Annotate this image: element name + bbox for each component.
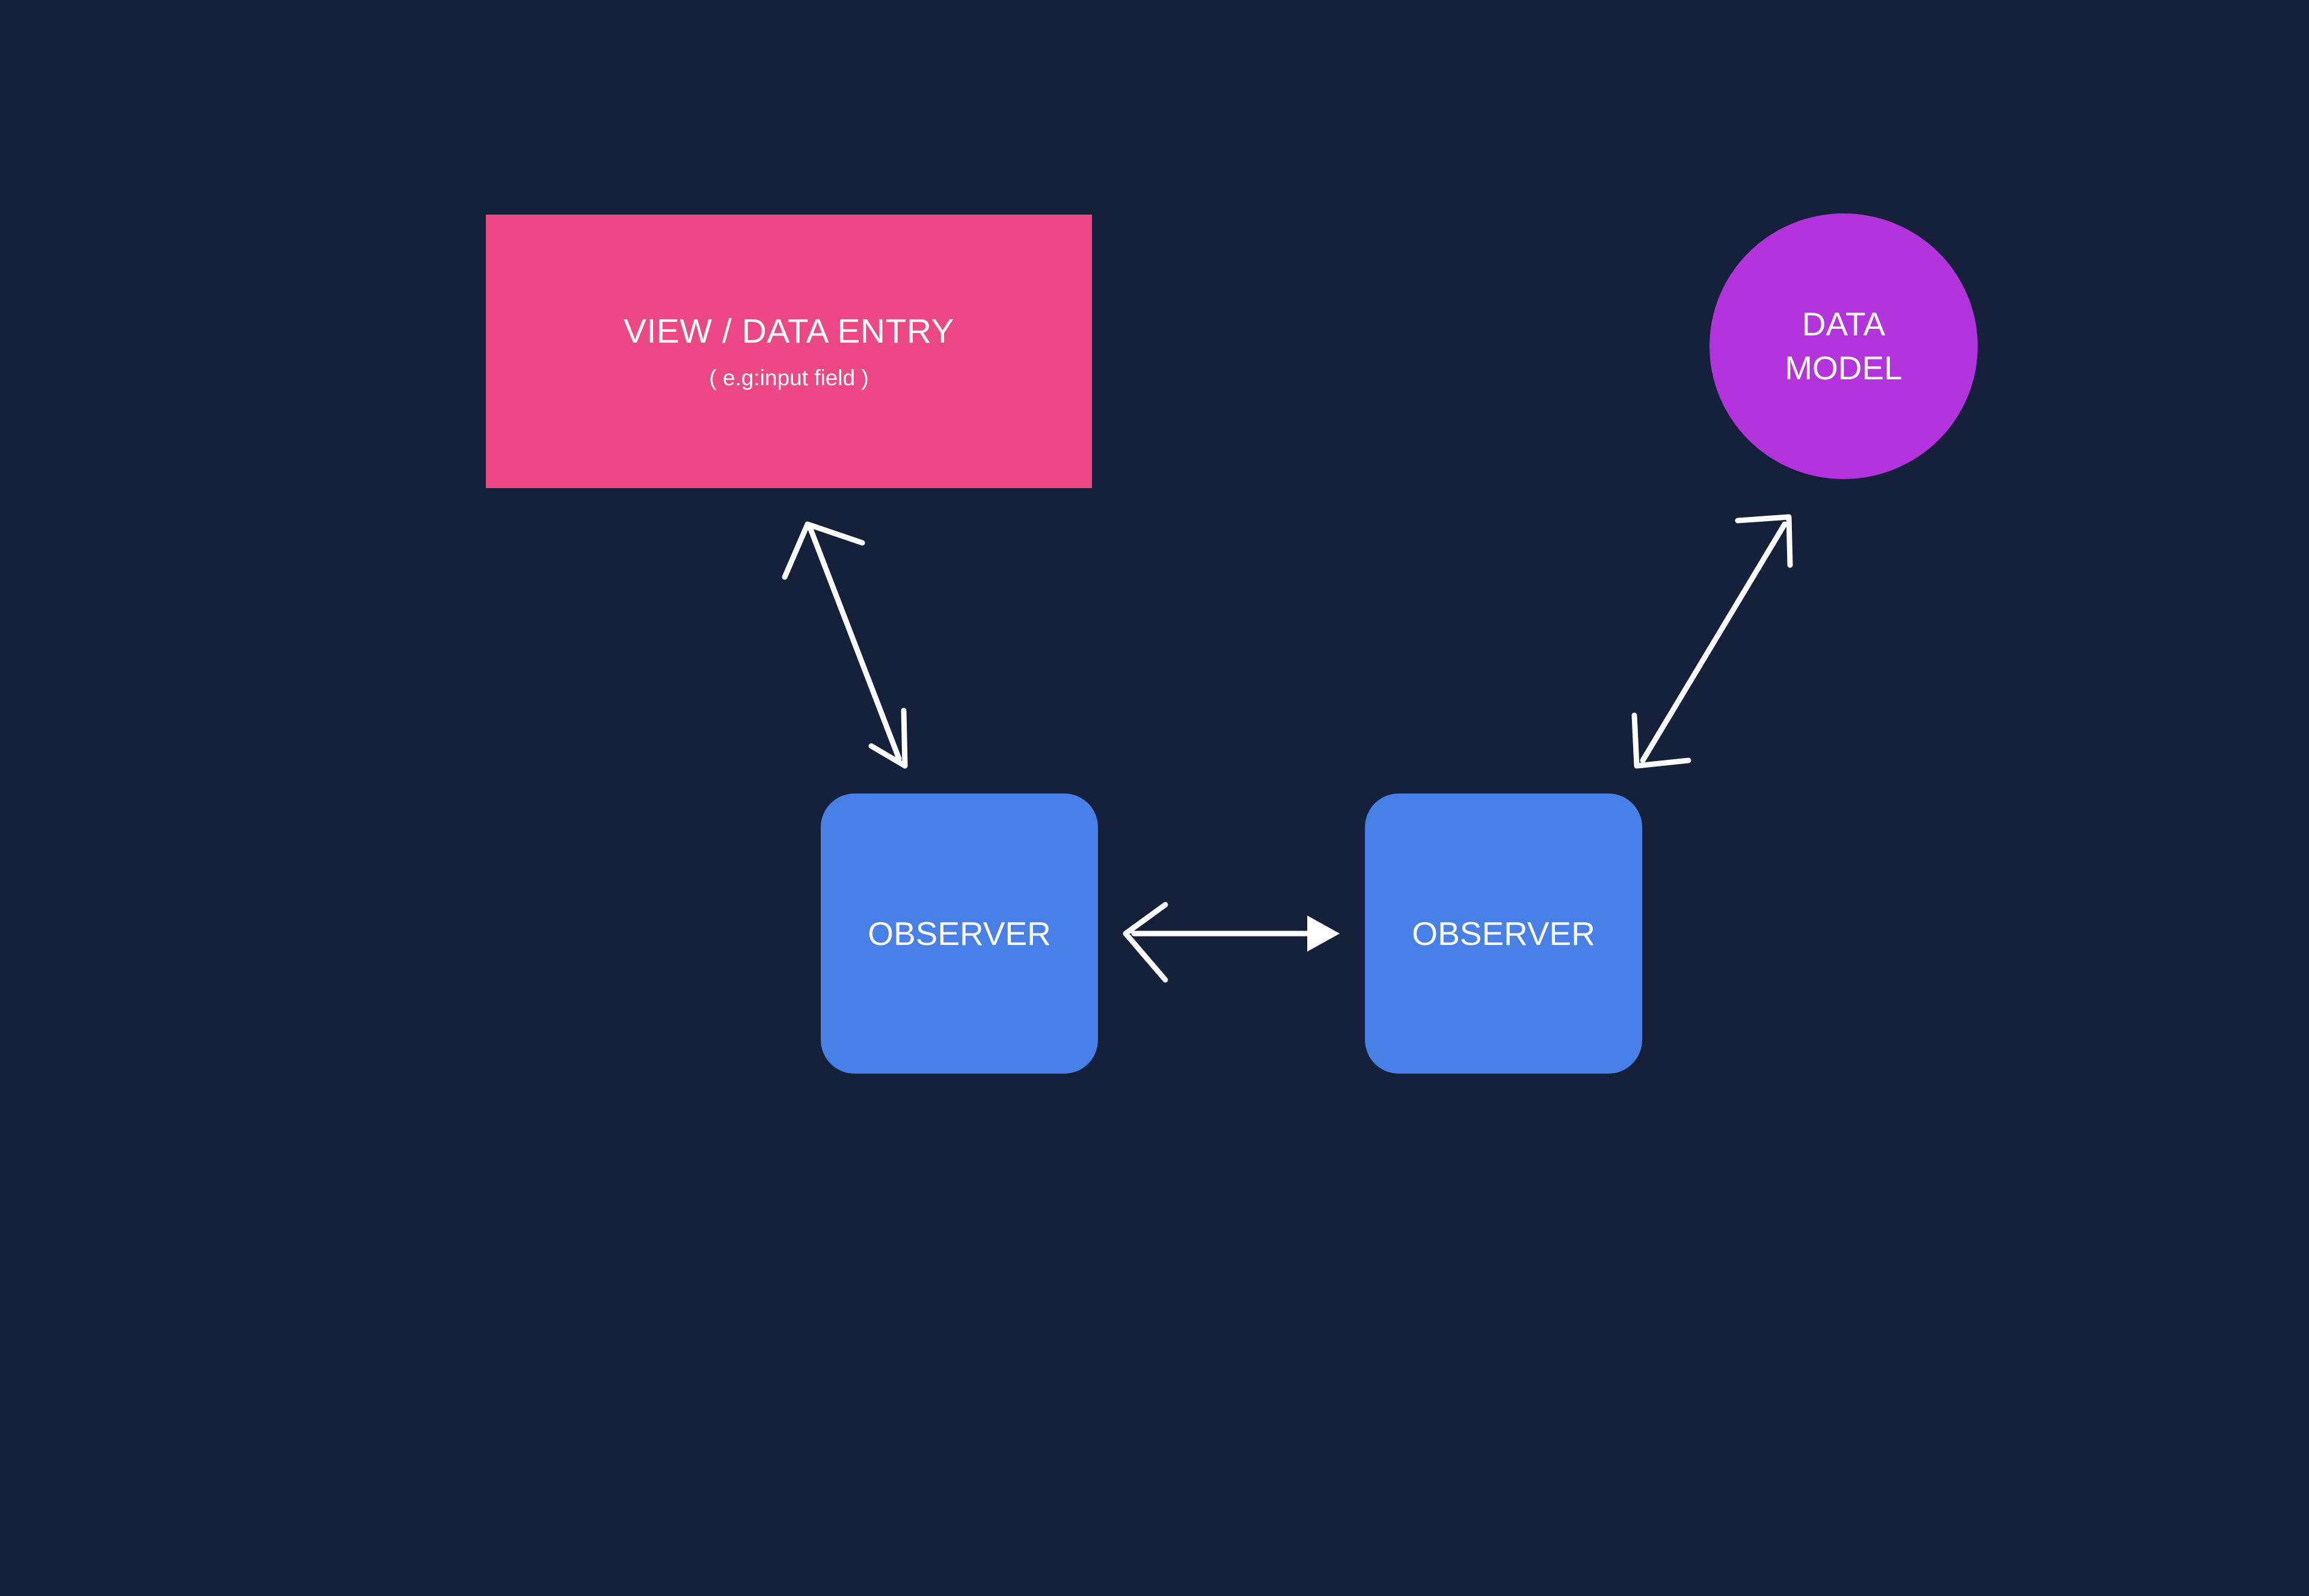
node-observer-right-title: OBSERVER (1412, 914, 1595, 952)
arrow-observer-left-to-observer-right (1123, 902, 1340, 983)
node-data-model-title-line1: DATA (1802, 305, 1886, 343)
node-observer-left-title: OBSERVER (868, 914, 1051, 952)
arrow-observer-right-to-model (1631, 514, 1793, 769)
node-observer-right[interactable]: OBSERVER (1365, 793, 1642, 1074)
node-data-model-title: DATA MODEL (1785, 302, 1903, 390)
node-observer-left[interactable]: OBSERVER (821, 793, 1098, 1074)
node-view-title: VIEW / DATA ENTRY (623, 311, 955, 350)
node-data-model-title-line2: MODEL (1785, 349, 1903, 387)
arrow-view-to-observer-left (782, 521, 908, 769)
node-view-subtitle: ( e.g:input field ) (709, 365, 869, 390)
node-view-data-entry[interactable]: VIEW / DATA ENTRY ( e.g:input field ) (486, 215, 1092, 488)
node-data-model[interactable]: DATA MODEL (1710, 213, 1978, 479)
